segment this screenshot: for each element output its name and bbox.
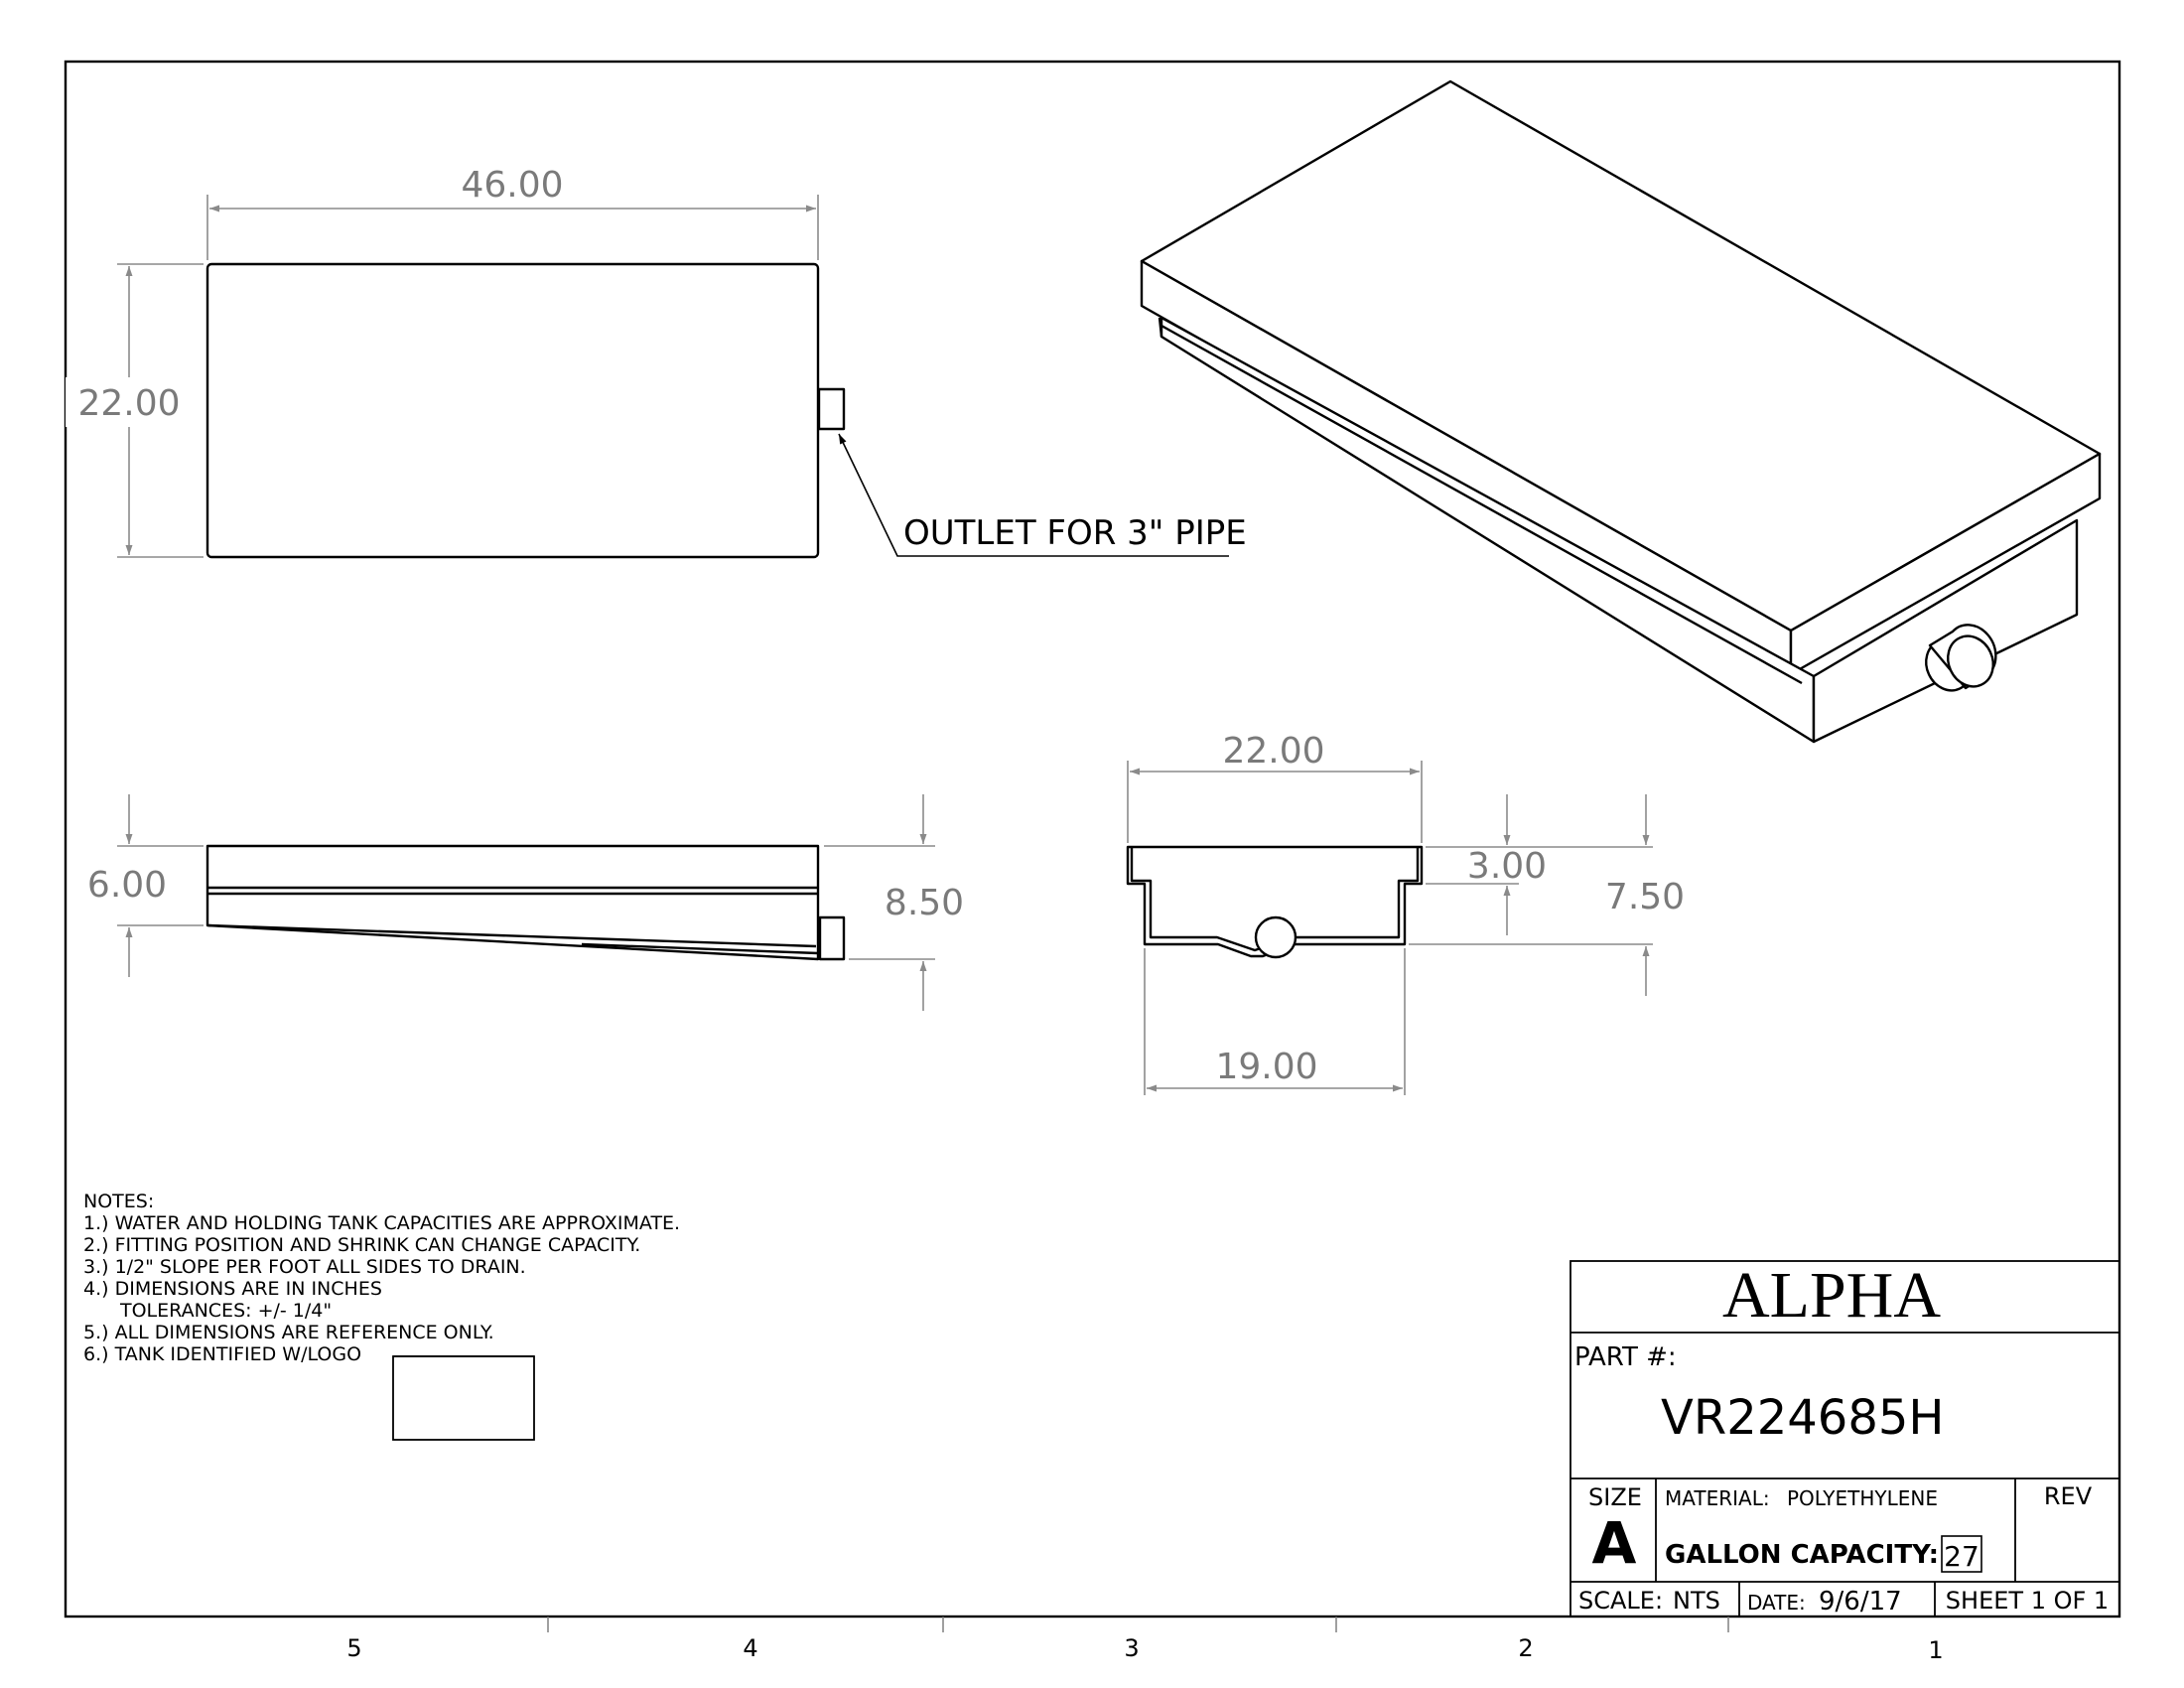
logo-box (392, 1355, 535, 1441)
date-value: 9/6/17 (1819, 1587, 1902, 1617)
dim-end-top-width: 22.00 (1222, 731, 1324, 772)
company-name: ALPHA (1722, 1259, 1941, 1332)
part-label: PART #: (1574, 1342, 1677, 1372)
dim-end-step: 3.00 (1467, 846, 1547, 887)
sheet-number: SHEET 1 OF 1 (1946, 1587, 2109, 1615)
end-view-outlet (1254, 915, 1297, 959)
zone-1: 1 (1928, 1636, 1943, 1664)
top-view: 46.00 22.00 OUTLET FOR 3" PIPE (66, 165, 1247, 559)
note-6: 6.) TANK IDENTIFIED W/LOGO (83, 1343, 361, 1365)
material-value: POLYETHYLENE (1787, 1486, 1938, 1510)
dim-side-front-height: 6.00 (87, 865, 167, 906)
note-1: 1.) WATER AND HOLDING TANK CAPACITIES AR… (83, 1212, 680, 1234)
note-3: 3.) 1/2" SLOPE PER FOOT ALL SIDES TO DRA… (83, 1256, 526, 1278)
iso-body-right (1812, 518, 2079, 744)
dim-end-total-height: 7.50 (1605, 877, 1685, 917)
material-label: MATERIAL: (1665, 1486, 1770, 1510)
notes-heading: NOTES: (83, 1191, 154, 1212)
zone-5: 5 (346, 1634, 361, 1662)
dim-side-back-height: 8.50 (885, 883, 964, 923)
zone-4: 4 (743, 1634, 757, 1662)
notes-block: NOTES: 1.) WATER AND HOLDING TANK CAPACI… (83, 1191, 680, 1441)
dim-end-bottom-width: 19.00 (1215, 1047, 1317, 1087)
side-view-outline (205, 844, 820, 961)
dim-top-length: 46.00 (461, 165, 563, 206)
end-view: 22.00 3.00 7.50 19.00 (1126, 731, 1685, 1095)
zone-2: 2 (1518, 1634, 1533, 1662)
rev-label: REV (2044, 1482, 2093, 1510)
zone-markers: 5 4 3 2 1 (346, 1617, 1944, 1664)
dim-top-width: 22.00 (77, 383, 180, 424)
scale-label: SCALE: (1578, 1587, 1663, 1615)
sheet-border (64, 60, 2121, 1618)
gallon-box (1941, 1535, 1982, 1573)
size-label: SIZE (1588, 1483, 1642, 1511)
gallon-label: GALLON CAPACITY: (1665, 1540, 1939, 1570)
end-view-outline (1126, 845, 1424, 958)
scale-value: NTS (1673, 1587, 1720, 1615)
iso-lid-right (1789, 452, 2102, 676)
side-view-outlet (818, 915, 846, 961)
gallon-value: 27 (1944, 1540, 1979, 1573)
top-view-outline (205, 262, 820, 559)
note-4-tolerances: TOLERANCES: +/- 1/4" (119, 1300, 332, 1322)
title-block: ALPHA PART #: VR224685H SIZE A MATERIAL:… (1570, 1259, 2120, 1618)
top-view-outlet (817, 387, 846, 431)
note-5: 5.) ALL DIMENSIONS ARE REFERENCE ONLY. (83, 1322, 494, 1343)
iso-outlet (1947, 634, 1994, 688)
outlet-leader (838, 433, 1229, 557)
isometric-view (1140, 79, 2102, 744)
side-view: 6.00 8.50 (87, 794, 964, 1011)
note-4: 4.) DIMENSIONS ARE IN INCHES (83, 1278, 382, 1300)
outlet-callout-text: OUTLET FOR 3" PIPE (903, 513, 1247, 553)
part-number: VR224685H (1661, 1390, 1945, 1446)
zone-3: 3 (1124, 1634, 1139, 1662)
size-value: A (1592, 1509, 1637, 1577)
date-label: DATE: (1747, 1591, 1806, 1615)
note-2: 2.) FITTING POSITION AND SHRINK CAN CHAN… (83, 1234, 640, 1256)
